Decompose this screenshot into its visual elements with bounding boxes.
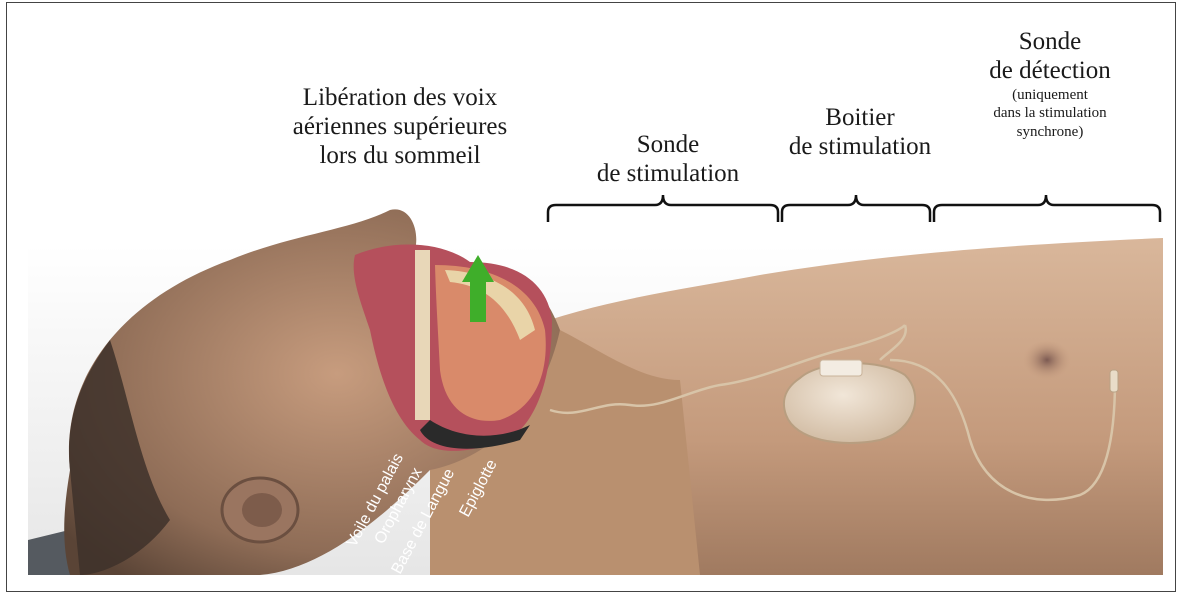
label-sonde-stimulation: Sonde de stimulation	[578, 131, 758, 189]
label-boitier-line1: Boitier	[770, 104, 950, 133]
bone-section	[415, 250, 430, 420]
nipple	[1023, 340, 1071, 380]
brace-sonde-stimulation	[548, 195, 778, 222]
label-sonde-det-line1: Sonde	[945, 28, 1155, 57]
label-sonde-detection: Sonde de détection (uniquement dans la s…	[945, 28, 1155, 142]
label-boitier: Boitier de stimulation	[770, 104, 950, 162]
label-sonde-det-note2: dans la stimulation	[945, 104, 1155, 123]
label-sonde-stim-line1: Sonde	[578, 131, 758, 160]
label-sonde-stim-line2: de stimulation	[578, 160, 758, 189]
label-sonde-det-note3: synchrone)	[945, 123, 1155, 142]
label-sonde-det-note1: (uniquement	[945, 86, 1155, 105]
brace-boitier	[782, 195, 930, 222]
label-boitier-line2: de stimulation	[770, 133, 950, 162]
ear-inner	[242, 493, 282, 527]
braces	[548, 195, 1160, 222]
label-liberation-line3: lors du sommeil	[245, 142, 555, 171]
brace-sonde-detection	[934, 195, 1160, 222]
label-liberation-line1: Libération des voix	[245, 84, 555, 113]
detection-lead-tip	[1110, 370, 1118, 392]
label-liberation-line2: aériennes supérieures	[245, 113, 555, 142]
label-liberation: Libération des voix aériennes supérieure…	[245, 84, 555, 170]
device-header	[820, 360, 862, 376]
label-sonde-det-line2: de détection	[945, 57, 1155, 86]
